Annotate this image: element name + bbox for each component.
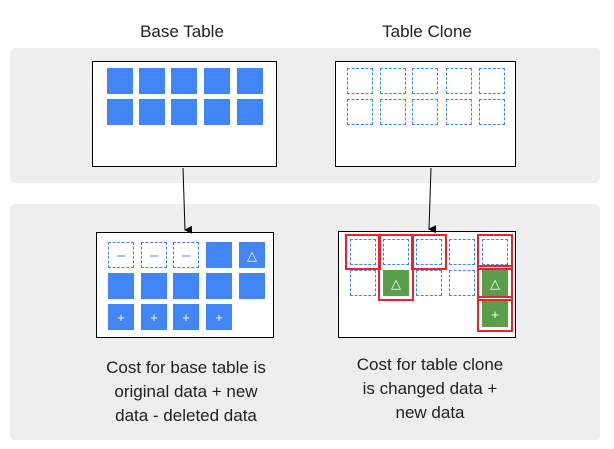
referenced-block [347,99,373,125]
changed-highlight [378,234,414,301]
data-block [171,68,197,94]
base-table-title: Base Table [140,22,224,41]
plus-icon: + [117,309,125,325]
plus-icon: + [150,309,158,325]
changed-block: △ [383,270,409,296]
delta-icon: △ [391,275,401,291]
caption-line: Cost for table clone [356,355,504,374]
data-block [173,273,199,299]
changed-block [416,239,442,265]
referenced-block [412,99,438,125]
table-clone-box [335,61,516,167]
data-block [107,68,133,94]
data-block [206,242,232,268]
deleted-block: – [108,242,134,268]
referenced-block [412,68,438,94]
referenced-block [347,68,373,94]
data-block [239,273,265,299]
plus-icon: + [491,306,499,322]
base-table-caption: Cost for base table is original data + n… [76,356,296,428]
data-block [206,273,232,299]
changed-highlight [477,234,513,270]
data-block [204,68,230,94]
referenced-block [479,68,505,94]
caption-line: Cost for base table is [106,358,266,377]
plus-icon: + [215,309,223,325]
minus-icon: – [116,246,126,264]
changed-highlight [345,234,381,270]
minus-icon: – [181,246,191,264]
referenced-block [416,270,442,296]
table-clone-caption: Cost for table clone is changed data + n… [320,353,540,425]
caption-line: data - deleted data [115,406,257,425]
data-block [237,99,263,125]
new-block: + [173,304,199,330]
table-clone-title: Table Clone [382,22,472,41]
deleted-block: – [173,242,199,268]
new-block: + [206,304,232,330]
new-highlight [477,296,513,332]
data-block [237,68,263,94]
data-block [141,273,167,299]
referenced-block [446,99,472,125]
new-block: + [141,304,167,330]
changed-block [383,239,409,265]
data-block [204,99,230,125]
deleted-block: – [141,242,167,268]
changed-highlight [477,265,513,301]
referenced-block [350,270,376,296]
changed-block [350,239,376,265]
referenced-block [380,68,406,94]
base-table-arrow [182,167,193,234]
referenced-block [380,99,406,125]
referenced-block [479,99,505,125]
changed-block [482,239,508,265]
data-block [108,273,134,299]
data-block [171,99,197,125]
caption-line: is changed data + [362,379,498,398]
data-block [139,99,165,125]
table-clone-changed-box: △ △ + [338,231,516,338]
caption-line: original data + new [114,382,258,401]
base-table-box [92,61,277,167]
changed-block: △ [239,242,265,268]
new-block: + [482,301,508,327]
plus-icon: + [182,309,190,325]
new-block: + [108,304,134,330]
data-block [139,68,165,94]
base-table-changed-box: – – – △ + + + + [96,232,274,338]
changed-highlight [411,234,447,270]
table-clone-arrow [428,167,437,234]
referenced-block [446,68,472,94]
data-block [107,99,133,125]
referenced-block [449,239,475,265]
referenced-block [449,270,475,296]
delta-icon: △ [247,247,257,263]
caption-line: new data [395,403,465,422]
changed-block: △ [482,270,508,296]
delta-icon: △ [490,275,500,291]
minus-icon: – [149,246,159,264]
